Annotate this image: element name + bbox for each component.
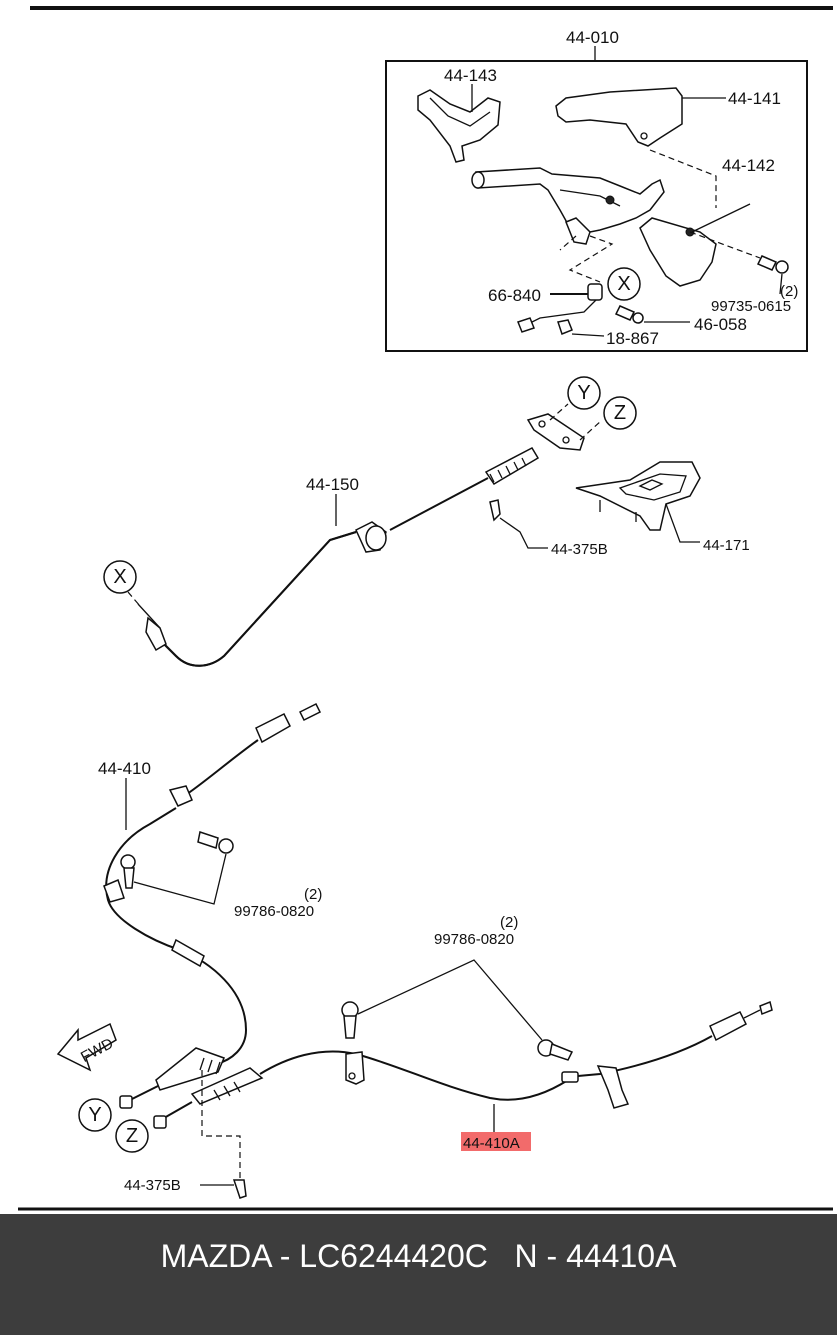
label-46-058: 46-058: [694, 315, 747, 334]
clip-44-375b-top: [489, 499, 501, 522]
parking-brake-diagram: 44-010 44-143 44-141 44-142: [18, 6, 833, 1211]
callout-y-bottom: [78, 1098, 112, 1132]
parking-brake-lever: [471, 167, 665, 245]
rear-cable-44-410: [103, 702, 322, 1109]
label-99735-qty: (2): [780, 283, 798, 300]
label-44-141: 44-141: [728, 89, 781, 108]
label-99786-right-qty: (2): [500, 914, 518, 931]
callout-x-left-letter: X: [113, 566, 126, 588]
footer-part-number-text: MAZDA - LC6244420C N - 44410A: [160, 1238, 677, 1274]
front-cable-44-150: [137, 447, 540, 667]
callout-y-bottom-letter: Y: [88, 1104, 101, 1126]
rear-cable-44-410a: [153, 1000, 773, 1129]
label-44-142: 44-142: [722, 156, 775, 175]
label-18-867: 18-867: [606, 329, 659, 348]
callout-x-left: [103, 560, 137, 594]
bolt-99786-right-upper: [341, 1001, 359, 1039]
bracket-44-171: [575, 461, 701, 531]
fwd-arrow-icon: FWD: [56, 1022, 117, 1072]
callout-z-top-letter: Z: [614, 402, 626, 424]
label-44-010: 44-010: [566, 28, 619, 47]
label-44-375b-top: 44-375B: [551, 541, 608, 558]
label-66-840: 66-840: [488, 286, 541, 305]
clip-44-375b-bottom: [232, 1179, 247, 1199]
lever-assembly-inset: 44-010 44-143 44-141 44-142: [385, 28, 808, 352]
part-44-141: [555, 87, 683, 147]
label-44-410a[interactable]: 44-410A: [463, 1135, 520, 1152]
label-99786-right: 99786-0820: [434, 931, 514, 948]
bolt-99786-right-lower: [537, 1039, 574, 1061]
callout-z-bottom: [115, 1119, 149, 1153]
callout-z-top: [603, 396, 637, 430]
callout-y-top-letter: Y: [577, 382, 590, 404]
callout-x-top-letter: X: [617, 273, 630, 295]
label-44-143: 44-143: [444, 66, 497, 85]
part-number-footer: MAZDA - LC6244420C N - 44410A: [0, 1214, 837, 1335]
label-44-150: 44-150: [306, 475, 359, 494]
part-44-142: [639, 217, 717, 287]
part-44-143: [417, 89, 501, 163]
bolt-99786-left-upper: [197, 831, 234, 854]
label-44-375b-bottom: 44-375B: [124, 1177, 181, 1194]
label-44-171: 44-171: [703, 537, 750, 554]
highlight-box: [461, 1132, 531, 1151]
callout-y-top: [567, 376, 601, 410]
label-99786-left-qty: (2): [304, 886, 322, 903]
switch-66-840: [587, 283, 603, 301]
callout-x-top: [607, 267, 641, 301]
bolt-99786-left-lower: [120, 854, 136, 889]
bolt-99735-0615: [756, 255, 789, 274]
nut-18-867: [557, 319, 573, 335]
bolt-46-058: [614, 305, 644, 324]
label-99735-0615: 99735-0615: [711, 298, 791, 315]
label-44-410: 44-410: [98, 759, 151, 778]
label-99786-left: 99786-0820: [234, 903, 314, 920]
equalizer-bracket: [526, 413, 585, 451]
callout-z-bottom-letter: Z: [126, 1125, 138, 1147]
